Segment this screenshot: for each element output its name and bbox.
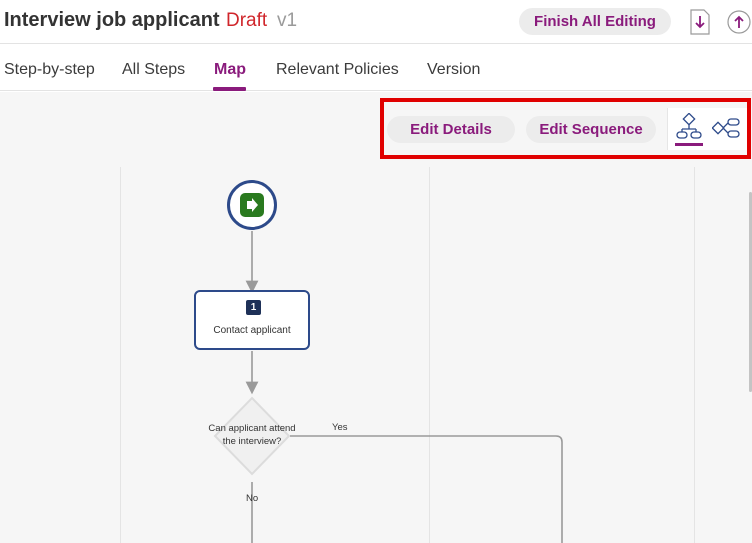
tab-version[interactable]: Version [427,61,481,78]
header-bar: Interview job applicant Draft v1 Finish … [0,0,752,44]
step-number-badge: 1 [246,300,261,315]
view-toggle [667,108,747,150]
download-icon[interactable] [689,9,711,35]
tab-map[interactable]: Map [214,61,246,78]
vertical-scrollbar[interactable] [749,192,752,392]
highlight-box [380,98,751,159]
flow-view-icon[interactable] [711,113,742,143]
yes-branch-label: Yes [332,422,348,433]
edit-details-button[interactable]: Edit Details [387,116,515,143]
step-label: Contact applicant [213,325,291,336]
tree-view-icon[interactable] [674,112,704,143]
page-title: Interview job applicant [4,9,220,31]
step-node[interactable]: 1 Contact applicant [194,290,310,350]
flow-connectors [213,231,563,543]
active-tab-indicator [213,87,246,91]
decision-question[interactable]: Can applicant attend the interview? [208,423,296,447]
finish-all-editing-button[interactable]: Finish All Editing [519,8,671,35]
decision-diamond [213,396,291,476]
upload-icon[interactable] [726,9,751,35]
start-node[interactable] [227,180,277,230]
lane-divider [120,167,121,543]
active-view-indicator [675,143,703,146]
tab-bar: Step-by-step All Steps Map Relevant Poli… [0,45,752,91]
edit-sequence-button[interactable]: Edit Sequence [526,116,656,143]
lane-divider [429,167,430,543]
start-arrow-icon [240,193,264,217]
no-branch-label: No [246,493,259,504]
version-label: v1 [277,10,298,31]
map-canvas[interactable]: 1 Contact applicant Can applicant attend… [0,92,752,543]
tab-all-steps[interactable]: All Steps [122,61,186,78]
status-badge: Draft [226,10,268,31]
tab-relevant-policies[interactable]: Relevant Policies [276,61,399,78]
lane-divider [694,167,695,543]
tab-step-by-step[interactable]: Step-by-step [4,61,95,78]
